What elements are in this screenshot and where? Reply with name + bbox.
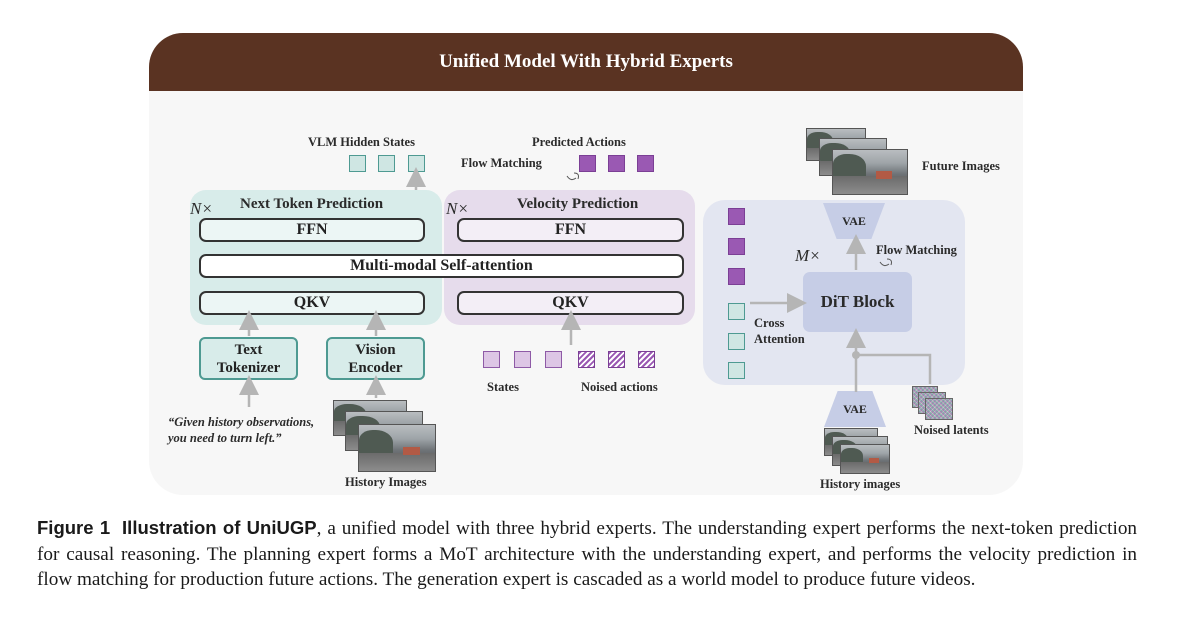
hidden-state-condition-token: [728, 362, 745, 379]
generation-repeat-label: M×: [795, 246, 821, 265]
future-images-label: Future Images: [922, 159, 1000, 173]
text-tokenizer-line-2: Tokenizer: [216, 359, 281, 376]
noised-latents-label: Noised latents: [914, 423, 989, 437]
hidden-state-condition-token: [728, 333, 745, 350]
planning-ffn-box: FFN: [457, 218, 684, 242]
cross-attention-label: Cross Attention: [754, 315, 805, 347]
multimodal-self-attention-box: Multi-modal Self-attention: [199, 254, 684, 278]
states-label: States: [487, 380, 519, 394]
noised-action-token: [608, 351, 625, 368]
understanding-qkv-box: QKV: [199, 291, 425, 315]
caption-body: , a unified model with three hybrid expe…: [37, 518, 1138, 590]
vision-encoder-box: Vision Encoder: [326, 337, 425, 380]
noised-actions-label: Noised actions: [581, 380, 658, 394]
panel-title: Unified Model With Hybrid Experts: [439, 51, 733, 72]
history-image: [358, 424, 436, 472]
future-image: [832, 149, 908, 195]
state-token: [545, 351, 562, 368]
instruction-line-1: “Given history observations,: [168, 415, 315, 429]
hidden-state-token: [349, 155, 366, 172]
hidden-state-token: [378, 155, 395, 172]
cross-attention-line-1: Cross: [754, 316, 785, 330]
noised-latent: [925, 398, 953, 420]
figure-caption: Figure 1 Illustration of UniUGP, a unifi…: [37, 515, 1137, 593]
planning-qkv-box: QKV: [457, 291, 684, 315]
generation-flow-matching-label: Flow Matching: [876, 243, 957, 257]
noised-action-token: [638, 351, 655, 368]
predicted-action-token: [608, 155, 625, 172]
vision-encoder-line-1: Vision: [355, 341, 396, 358]
velocity-prediction-label: Velocity Prediction: [517, 196, 639, 212]
instruction-line-2: you need to turn left.”: [168, 431, 282, 445]
text-tokenizer-box: Text Tokenizer: [199, 337, 298, 380]
hidden-state-token: [408, 155, 425, 172]
generation-history-images-label: History images: [820, 477, 901, 491]
history-image: [840, 444, 890, 474]
action-condition-token: [728, 268, 745, 285]
understanding-repeat-label: N×: [190, 199, 213, 218]
dit-block: DiT Block: [803, 272, 912, 332]
predicted-action-token: [637, 155, 654, 172]
predicted-actions-label: Predicted Actions: [532, 135, 626, 149]
next-token-prediction-label: Next Token Prediction: [240, 196, 384, 212]
text-tokenizer-line-1: Text: [234, 341, 263, 358]
vlm-hidden-states-label: VLM Hidden States: [308, 135, 415, 149]
history-images-label: History Images: [345, 475, 427, 489]
caption-figure-number: Figure 1: [37, 517, 111, 538]
vision-encoder-line-2: Encoder: [348, 359, 403, 376]
planning-repeat-label: N×: [446, 199, 469, 218]
state-token: [514, 351, 531, 368]
noised-action-token: [578, 351, 595, 368]
state-token: [483, 351, 500, 368]
instruction-text: “Given history observations, you need to…: [168, 414, 314, 446]
cross-attention-line-2: Attention: [754, 332, 805, 346]
caption-figure-title: Illustration of UniUGP: [122, 517, 317, 538]
planning-flow-matching-label: Flow Matching: [461, 156, 542, 170]
predicted-action-token: [579, 155, 596, 172]
panel-header: Unified Model With Hybrid Experts: [149, 33, 1023, 91]
hidden-state-condition-token: [728, 303, 745, 320]
action-condition-token: [728, 208, 745, 225]
action-condition-token: [728, 238, 745, 255]
understanding-ffn-box: FFN: [199, 218, 425, 242]
